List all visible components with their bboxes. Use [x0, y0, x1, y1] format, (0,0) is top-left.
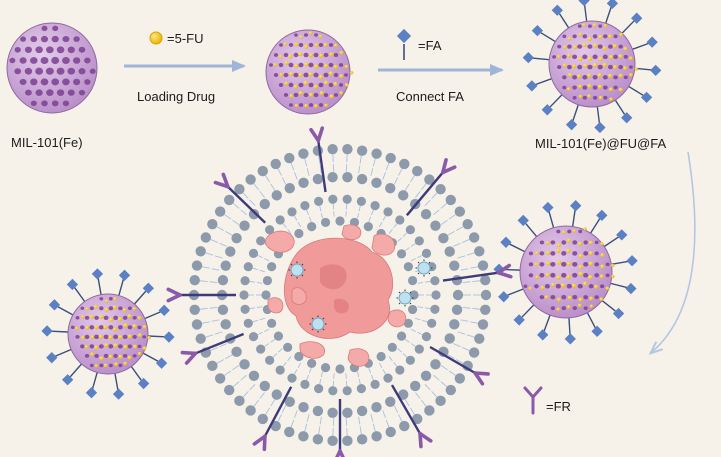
- 5fu-legend-dot: [149, 31, 163, 45]
- fr-legend-label: =FR: [546, 399, 571, 414]
- cancer-cell: [166, 126, 513, 457]
- drug-loaded-particle: [265, 29, 354, 115]
- mil101-fu-fa-particle-left: [41, 268, 175, 400]
- fr-legend-icon: [523, 386, 543, 415]
- connect-fa-label: Connect FA: [396, 89, 464, 104]
- loading-drug-label: Loading Drug: [137, 89, 215, 104]
- mil101-fu-fa-particle-right: [493, 200, 638, 345]
- fa-legend-icon: [396, 28, 412, 60]
- mil101-bare-label: MIL-101(Fe): [11, 135, 83, 150]
- fa-legend-label: =FA: [418, 38, 442, 53]
- delivery-arrow: [652, 151, 696, 352]
- 5fu-legend-label: =5-FU: [167, 31, 203, 46]
- mil101-fu-fa-particle-top: [522, 0, 662, 134]
- mil101-final-label: MIL-101(Fe)@FU@FA: [535, 136, 666, 151]
- mil101-bare-particle: [6, 22, 98, 114]
